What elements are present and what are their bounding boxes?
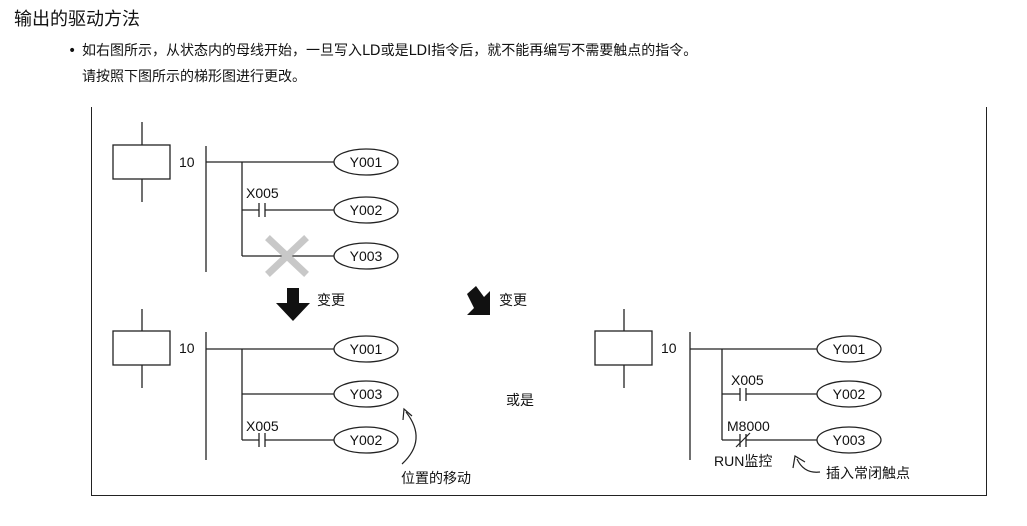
instruction-line-1: • 如右图所示，从状态内的母线开始，一旦写入LD或是LDI指令后，就不能再编写不需… xyxy=(68,40,697,60)
state-label-b: 10 xyxy=(179,340,195,356)
coil-label-y003-a: Y003 xyxy=(350,248,383,264)
coil-label-y002-b: Y002 xyxy=(350,432,383,448)
change-label-right: 变更 xyxy=(499,292,527,308)
or-label: 或是 xyxy=(506,392,534,408)
state-box-a xyxy=(112,144,171,180)
instruction-text-1: 如右图所示，从状态内的母线开始，一旦写入LD或是LDI指令后，就不能再编写不需要… xyxy=(82,43,698,59)
coil-y002-a xyxy=(333,196,399,224)
coil-label-y002-a: Y002 xyxy=(350,202,383,218)
state-box-c xyxy=(594,330,653,366)
state-box-b xyxy=(112,330,171,366)
coil-y003-b xyxy=(333,380,399,408)
diagonal-arrow-icon xyxy=(467,286,490,315)
error-cross-icon xyxy=(265,235,309,277)
coil-label-y003-b: Y003 xyxy=(350,386,383,402)
coil-y003-a xyxy=(333,242,399,270)
contact-label-x005-c: X005 xyxy=(731,372,764,388)
run-monitor-label: RUN监控 xyxy=(714,453,772,469)
coil-label-y003-c: Y003 xyxy=(833,432,866,448)
coil-y002-c xyxy=(816,380,882,408)
coil-label-y002-c: Y002 xyxy=(833,386,866,402)
curved-arrow-insert xyxy=(796,458,821,473)
insert-note: 插入常闭触点 xyxy=(826,465,910,481)
contact-label-x005-a: X005 xyxy=(246,185,279,201)
instruction-line-2: 请按照下图所示的梯形图进行更改。 xyxy=(82,69,306,85)
coil-label-y001-a: Y001 xyxy=(350,154,383,170)
change-label-left: 变更 xyxy=(317,292,345,308)
down-arrow-icon xyxy=(276,288,310,321)
coil-y001-c xyxy=(816,335,882,363)
contact-label-x005-b: X005 xyxy=(246,418,279,434)
bullet-marker: • xyxy=(68,43,77,59)
coil-y002-b xyxy=(333,426,399,454)
curved-arrow-move xyxy=(401,411,417,465)
state-label-c: 10 xyxy=(661,340,677,356)
coil-y001-b xyxy=(333,335,399,363)
state-label-a: 10 xyxy=(179,154,195,170)
diagram-frame xyxy=(91,107,987,496)
coil-label-y001-c: Y001 xyxy=(833,341,866,357)
coil-y001-a xyxy=(333,148,399,176)
coil-y003-c xyxy=(816,426,882,454)
move-note: 位置的移动 xyxy=(401,470,471,486)
nc-contact-slash xyxy=(735,432,751,448)
section-heading: 输出的驱动方法 xyxy=(14,9,140,30)
contact-label-m8000-c: M8000 xyxy=(727,418,770,434)
coil-label-y001-b: Y001 xyxy=(350,341,383,357)
